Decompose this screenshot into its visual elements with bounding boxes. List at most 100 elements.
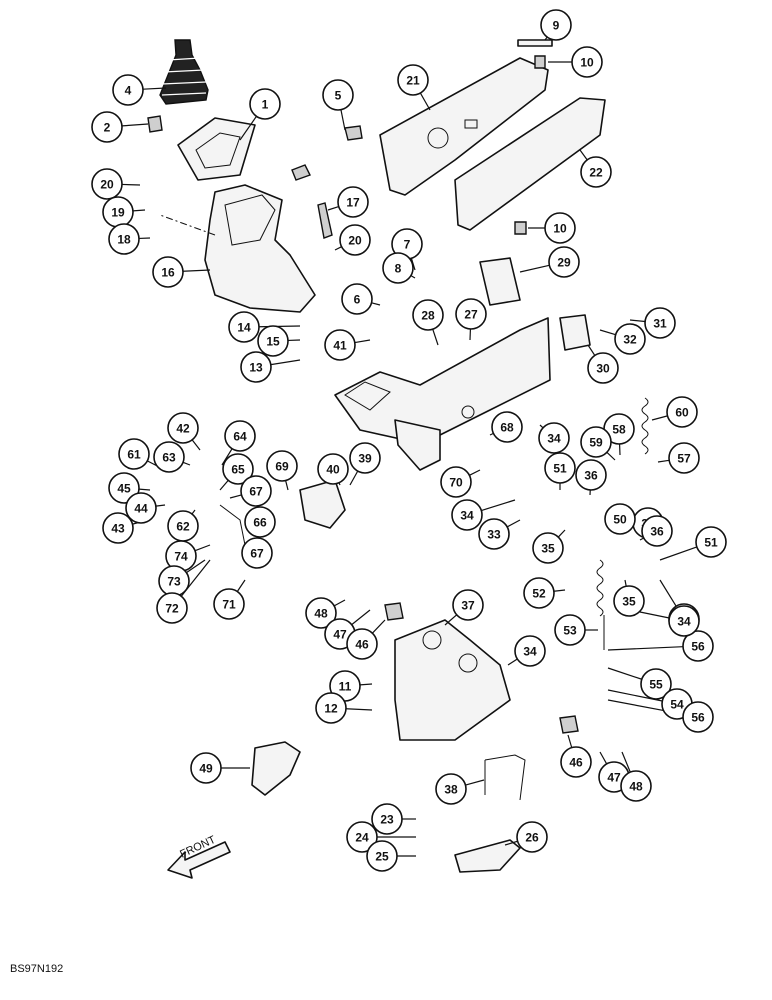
spring-60-part <box>641 397 649 455</box>
callout-circle <box>613 585 645 617</box>
callout-circle <box>666 396 698 428</box>
leader-line-28 <box>432 329 439 346</box>
callout-circle <box>156 592 188 624</box>
callout-24: 24 <box>346 821 378 853</box>
callout-number: 62 <box>176 520 190 534</box>
callout-circle <box>91 168 123 200</box>
callout-41: 41 <box>324 329 356 361</box>
leader-line-47 <box>351 609 371 626</box>
callout-number: 19 <box>111 206 125 220</box>
callout-circle <box>240 475 272 507</box>
callout-46: 46 <box>560 746 592 778</box>
callout-5: 5 <box>322 79 354 111</box>
cover-panel-part <box>454 97 606 231</box>
leader-line-20 <box>121 183 141 186</box>
callout-circle <box>366 840 398 872</box>
callout-circle <box>452 589 484 621</box>
callout-number: 34 <box>547 432 561 446</box>
callout-number: 22 <box>589 166 603 180</box>
nut-10b-part <box>514 221 527 235</box>
leader-line-33 <box>506 519 521 528</box>
callout-circle <box>346 628 378 660</box>
callout-44: 44 <box>125 492 157 524</box>
block-29-part <box>479 257 521 306</box>
callout-37: 37 <box>452 589 484 621</box>
leader-line-42 <box>191 439 201 451</box>
callout-circle <box>604 503 636 535</box>
callout-circle <box>532 532 564 564</box>
callout-circle <box>695 526 727 558</box>
callout-14: 14 <box>228 311 260 343</box>
pedal-base-part <box>394 619 511 741</box>
leader-line-48 <box>333 599 346 607</box>
callout-27: 27 <box>455 298 487 330</box>
callout-65: 65 <box>222 453 254 485</box>
callout-number: 39 <box>358 452 372 466</box>
callout-number: 45 <box>117 482 131 496</box>
callout-48: 48 <box>305 597 337 629</box>
callout-52: 52 <box>523 577 555 609</box>
callout-circle <box>224 420 256 452</box>
callout-71: 71 <box>213 588 245 620</box>
callout-number: 46 <box>355 638 369 652</box>
callout-number: 56 <box>691 711 705 725</box>
callout-number: 51 <box>553 462 567 476</box>
callout-69: 69 <box>266 450 298 482</box>
callout-42: 42 <box>167 412 199 444</box>
callout-17: 17 <box>337 186 369 218</box>
callout-number: 37 <box>461 599 475 613</box>
callout-58: 58 <box>603 413 635 445</box>
figure-code: BS97N192 <box>10 963 63 975</box>
bracket-plate-part <box>394 419 441 471</box>
callout-number: 5 <box>335 89 342 103</box>
callout-10: 10 <box>571 46 603 78</box>
leader-line-34 <box>659 579 677 607</box>
callout-16: 16 <box>152 256 184 288</box>
callout-circle <box>371 803 403 835</box>
callout-6: 6 <box>341 283 373 315</box>
leader-line-13 <box>270 359 301 366</box>
callout-circle <box>108 223 140 255</box>
callout-number: 10 <box>553 222 567 236</box>
front-arrow: FRONT <box>167 834 231 879</box>
leader-line-2 <box>121 123 149 127</box>
callout-22: 22 <box>580 156 612 188</box>
callout-29: 29 <box>548 246 580 278</box>
callout-number: 33 <box>487 528 501 542</box>
callout-circle <box>397 64 429 96</box>
callout-66: 66 <box>244 506 276 538</box>
callout-64: 64 <box>224 420 256 452</box>
callout-61: 61 <box>118 438 150 470</box>
callout-circle <box>554 614 586 646</box>
callout-53: 53 <box>554 614 586 646</box>
callout-circle <box>641 515 673 547</box>
callout-32: 32 <box>614 323 646 355</box>
callout-62: 62 <box>167 510 199 542</box>
callout-number: 41 <box>333 339 347 353</box>
callout-number: 28 <box>421 309 435 323</box>
callout-circle <box>451 499 483 531</box>
main-frame-part <box>334 317 551 441</box>
callout-circle <box>241 537 273 569</box>
callout-circle <box>668 442 700 474</box>
callout-circle <box>152 256 184 288</box>
callout-number: 72 <box>165 602 179 616</box>
callout-number: 29 <box>557 256 571 270</box>
boot-part <box>159 39 209 105</box>
callout-circle <box>580 156 612 188</box>
callout-number: 63 <box>162 451 176 465</box>
link-40-part <box>299 479 346 529</box>
callout-50: 50 <box>604 503 636 535</box>
callout-67: 67 <box>240 475 272 507</box>
callout-number: 18 <box>117 233 131 247</box>
callout-circle <box>538 422 570 454</box>
callout-number: 67 <box>250 547 264 561</box>
callout-20: 20 <box>339 224 371 256</box>
leader-line-34 <box>639 611 670 619</box>
callout-36: 36 <box>641 515 673 547</box>
callout-circle <box>324 329 356 361</box>
callout-circle <box>544 452 576 484</box>
callout-circle <box>346 821 378 853</box>
callout-1: 1 <box>249 88 281 120</box>
leader-line-35 <box>624 579 627 587</box>
